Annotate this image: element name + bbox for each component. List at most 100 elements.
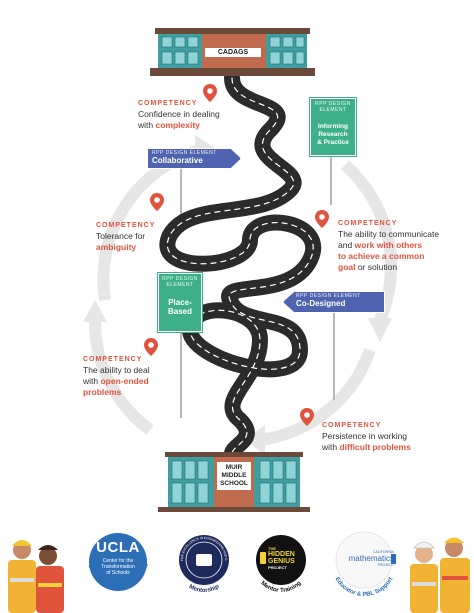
partner-logo-line: GENIUS [268,558,295,565]
competency-tag: COMPETENCY [338,220,398,227]
workers-left [8,540,64,613]
competency-segment: Tolerance for [96,231,146,241]
sign-small-label: RPP DESIGN ELEMENT [162,276,198,288]
location-pin-icon [150,193,164,211]
bottom-building-sign: MUIR MIDDLE SCHOOL [217,462,251,490]
sign-collaborative: RPP DESIGN ELEMENT Collaborative [147,148,241,169]
competency-segment: or solution [355,262,398,272]
competency-line: The ability to deal [83,365,173,376]
sign-title: Based [167,307,192,316]
partner-logo-line: PROJECT [268,565,287,570]
sign-informing-research: RPP DESIGN ELEMENT Informing Research & … [310,98,356,156]
competency-segment: with [322,442,340,452]
partner-ring: Research & Project Management [80,530,150,591]
partner-hidden-genius: Mentor Training THE HIDDEN GENIUS PROJEC… [242,530,320,610]
sign-title: Informing [318,123,348,130]
sign-small-label: RPP DESIGN ELEMENT [315,101,351,113]
partner-ring: Educator & PBL Support [334,531,396,598]
partner-role: Mentorship [188,584,221,594]
location-pin-icon [300,408,314,426]
competency-segment: with [138,120,156,130]
partner-logo-line: PROJECT [377,563,394,567]
location-pin-icon [203,84,217,102]
competency-line: goal or solution [338,262,468,273]
competency-highlight: goal [338,262,356,272]
partner-sub: Center for the Transformation of Schools [89,558,147,576]
competency-tag: COMPETENCY [322,422,382,429]
competency-highlight: problems [83,387,122,397]
top-building-sign: CADAGS [205,48,261,57]
sign-pole [180,328,182,418]
partner-logo-text: CALIFORNIA mathematics PROJECT [336,550,394,567]
partner-logo-line: THE [268,546,276,551]
partner-logo-line: CALIFORNIA [372,550,394,554]
school-name-line: SCHOOL [220,480,248,487]
partner-logo-text: UCLA [96,539,140,556]
competency-segment: Confidence in dealing [138,109,220,119]
competency-line: with difficult problems [322,442,442,453]
school-name-line: MUIR [225,464,243,471]
competency-highlight: to achieve a common [338,251,425,261]
competency-highlight: ambiguity [96,242,137,252]
partner-ring: CENTER FOR EXCELLENCE IN ENGINEERING AND… [166,530,229,594]
sign-co-designed: RPP DESIGN ELEMENT Co-Designed [283,291,385,313]
competency-line: to achieve a common [338,251,468,262]
competency-line: Tolerance for [96,231,166,242]
sign-pole [180,160,182,215]
partner-logo-line: HIDDEN [268,551,295,558]
competency-tag: COMPETENCY [83,356,143,363]
competency-line: with open-ended [83,376,173,387]
partner-sub-line: Center for the [102,558,134,564]
competency-line: Persistence in working [322,431,442,442]
sign-title: Place- [168,298,192,307]
competency-line: with complexity [138,120,258,131]
competency-highlight: open-ended [100,376,149,386]
partner-ucla: Research & Project Management UCLA Cente… [80,530,160,610]
partner-sub-line: of Schools [106,570,130,576]
competency-tag: COMPETENCY [96,222,156,229]
competency-highlight: complexity [155,120,200,130]
partner-logo-line: mathematics [348,554,394,563]
sign-small-label: RPP DESIGN ELEMENT [296,293,361,299]
location-pin-icon [315,210,329,228]
sign-title: Collaborative [152,156,203,165]
competency-highlight: difficult problems [339,442,411,452]
competency-tag: COMPETENCY [138,100,198,107]
school-name-line: MIDDLE [221,472,247,479]
sign-pole [330,150,332,205]
svg-text:Mentorship: Mentorship [188,584,221,594]
sign-title: Research [318,131,348,138]
sign-small-label: RPP DESIGN ELEMENT [152,150,217,156]
partner-ceed: CENTER FOR EXCELLENCE IN ENGINEERING AND… [166,530,242,610]
partner-sub-line: Transformation [101,564,135,570]
location-pin-icon [144,338,158,356]
workers-right [410,537,470,613]
competency-line: The ability to communicate [338,229,468,240]
competency-line: and work with others [338,240,468,251]
partner-logo-text: THE HIDDEN GENIUS PROJECT [268,546,302,570]
competency-segment: The ability to deal [83,365,150,375]
competency-line: Confidence in dealing [138,109,258,120]
sign-pole [333,310,335,400]
sign-place-based: RPP DESIGN ELEMENT Place- Based [158,273,202,332]
competency-segment: Persistence in working [322,431,408,441]
competency-line: problems [83,387,173,398]
sign-title: & Practice [317,139,349,146]
competency-line: ambiguity [96,242,166,253]
partner-cmp: Educator & PBL Support CALIFORNIA mathem… [322,528,406,612]
competency-segment: The ability to communicate [338,229,440,239]
sign-title: Co-Designed [296,299,346,308]
partner-ring: Mentor Training [256,535,306,594]
